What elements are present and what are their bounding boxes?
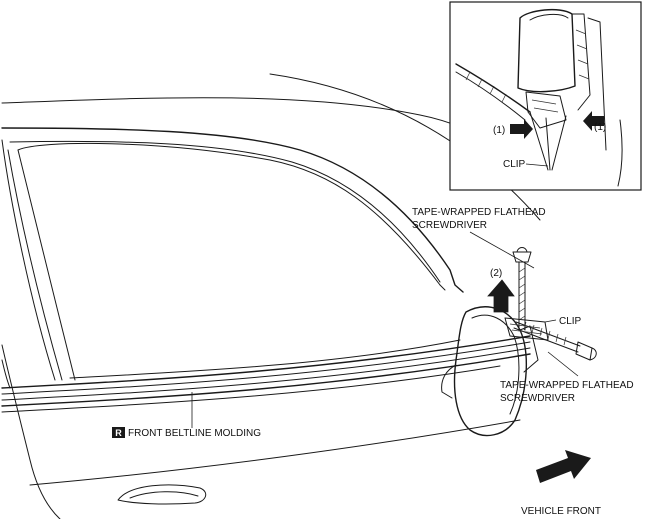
part-code-badge [112,427,125,438]
clip-area [504,317,549,341]
tool-top-label-line1: TAPE-WRAPPED FLATHEAD [412,207,546,218]
vehicle-front-label: VEHICLE FRONT [521,506,601,517]
vehicle-front-arrow-icon [536,450,591,483]
part-code-label: R [115,428,122,438]
lift-up-arrow-icon [487,279,515,313]
front-beltline-molding [1,335,531,413]
tool-bottom-label-line2: SCREWDRIVER [500,393,575,404]
leader-lines [191,231,579,428]
detail-inset [449,1,642,191]
step-2-label: (2) [490,268,502,279]
tool-bottom-label-line1: TAPE-WRAPPED FLATHEAD [500,380,634,391]
push-in-arrow-icon [583,111,604,131]
step-1-left-label: (1) [493,125,505,136]
clip-main-label: CLIP [559,316,582,327]
push-in-arrow-icon [510,119,533,139]
screwdriver-vertical [512,247,532,331]
clip-detail-label: CLIP [503,159,526,170]
tool-top-label-line2: SCREWDRIVER [412,220,487,231]
step-1-right-label: (1) [594,122,606,133]
door-outline [1,73,541,520]
part-name-label: FRONT BELTLINE MOLDING [128,428,261,439]
